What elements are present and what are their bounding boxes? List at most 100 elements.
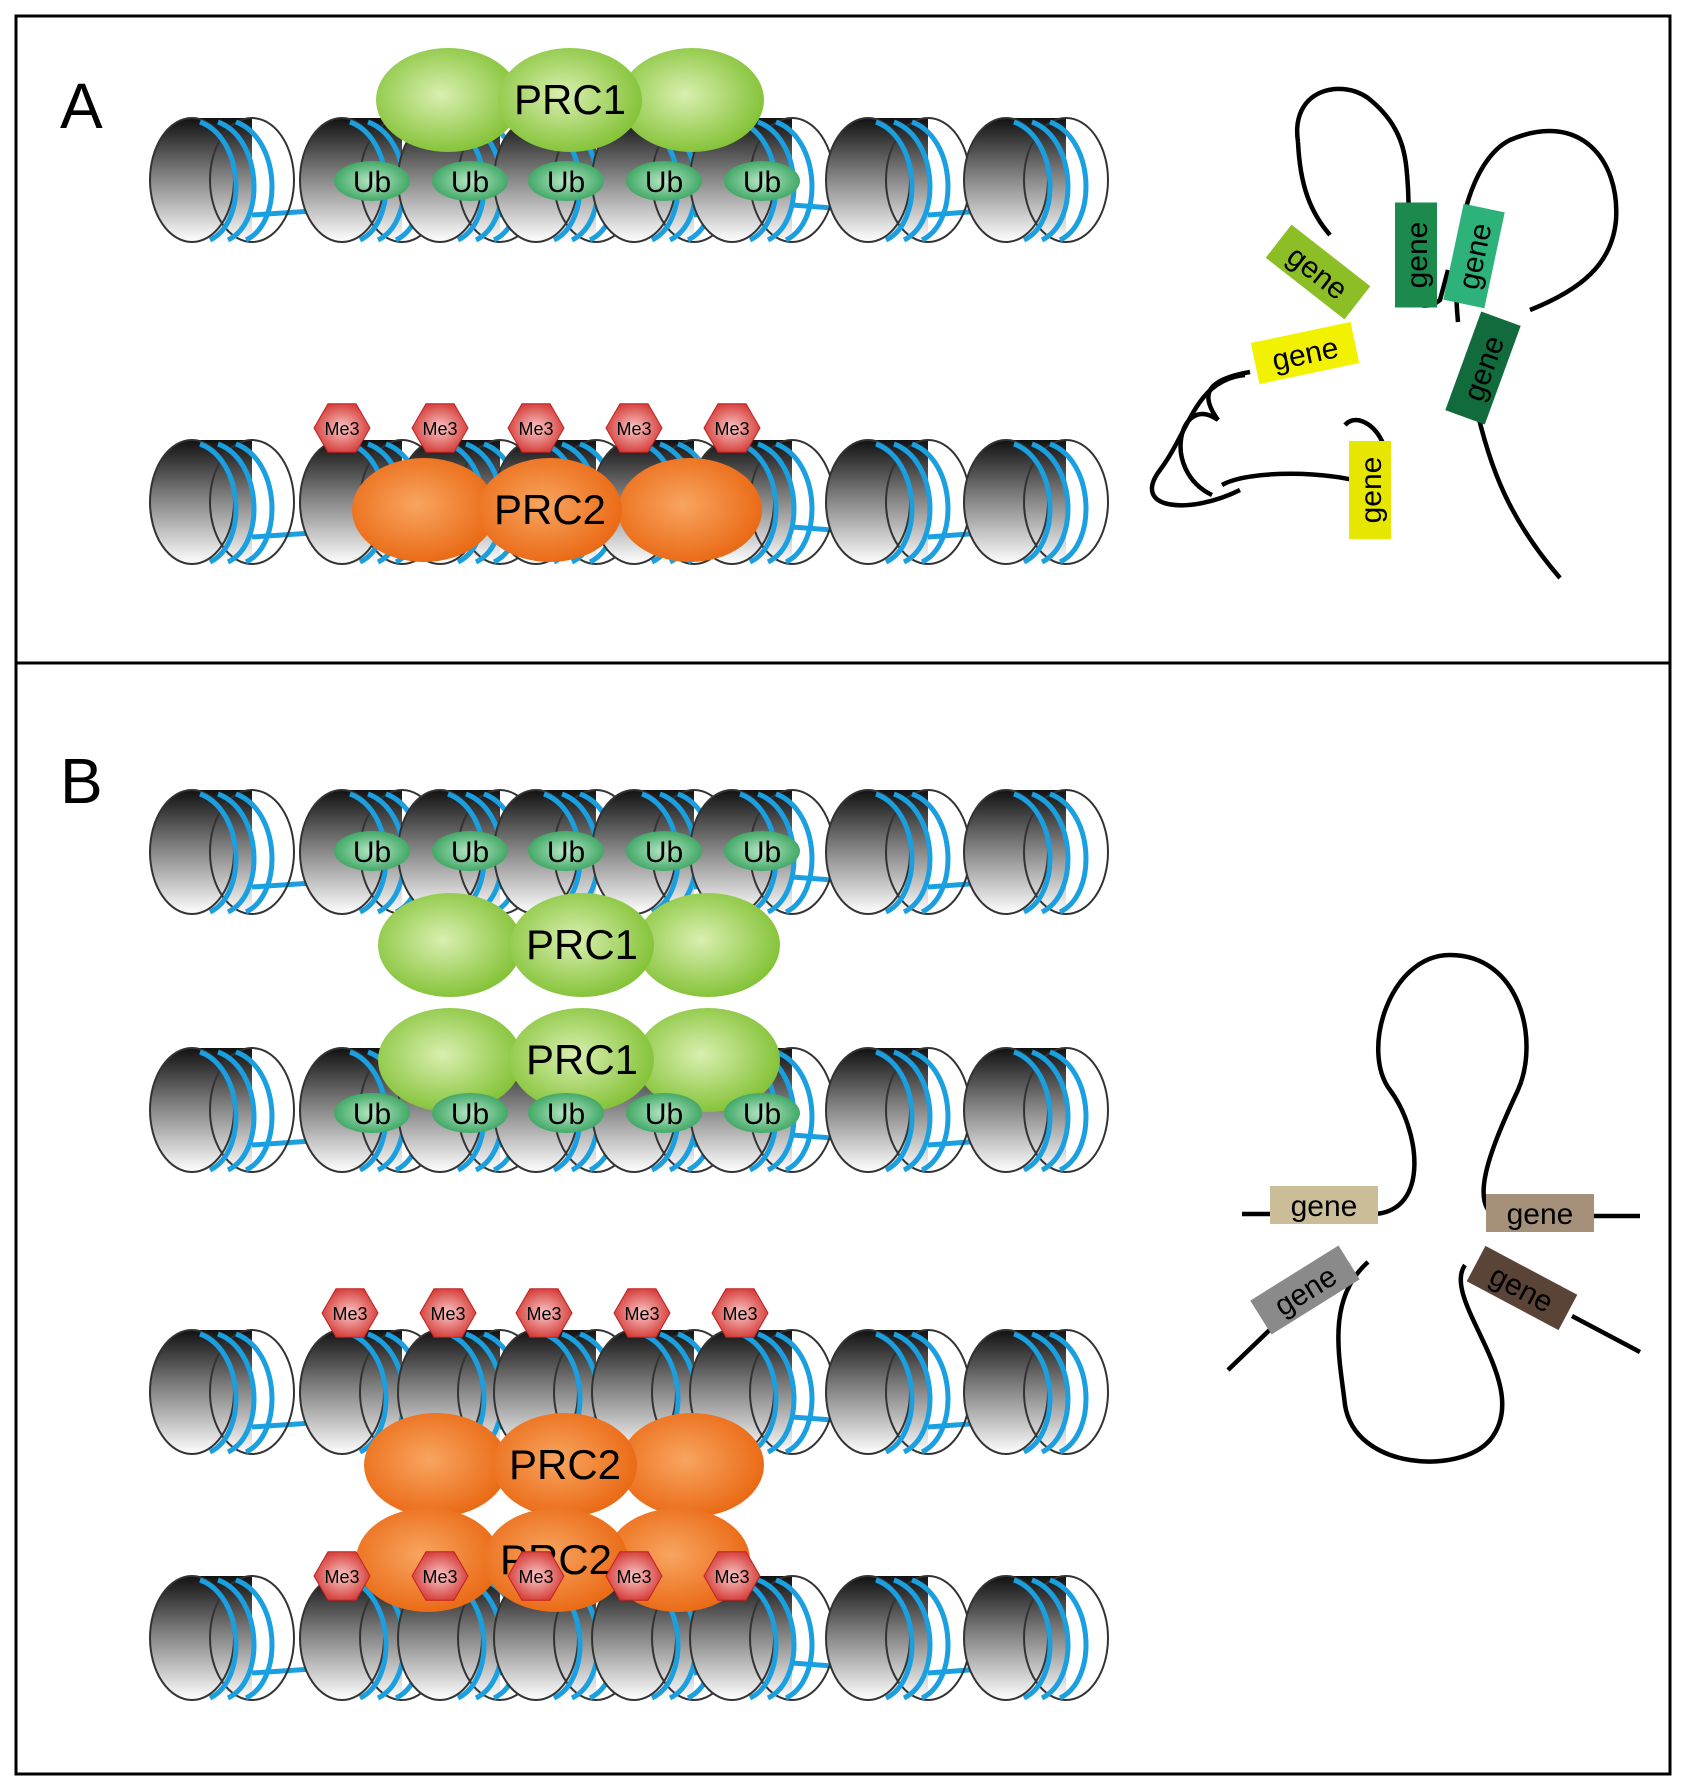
nucleosome — [149, 1329, 295, 1455]
ub-mark: Ub — [334, 161, 410, 201]
me3-label: Me3 — [616, 419, 651, 439]
nucleosome — [963, 439, 1109, 565]
gene-box: gene — [1395, 202, 1437, 308]
gene-box: gene — [1466, 1245, 1578, 1331]
me3-mark: Me3 — [613, 1288, 671, 1338]
ub-mark: Ub — [528, 161, 604, 201]
ub-mark: Ub — [334, 831, 410, 871]
nucleosome — [963, 789, 1109, 915]
nucleosome — [149, 439, 295, 565]
gene-box: gene — [1445, 311, 1521, 425]
prc2-complex: PRC2 — [364, 1413, 764, 1517]
nucleosome — [825, 117, 971, 243]
me3-label: Me3 — [616, 1567, 651, 1587]
nucleosome — [825, 1329, 971, 1455]
gene-box: gene — [1250, 1245, 1360, 1335]
prc1-label: PRC1 — [514, 76, 626, 123]
nucleosome — [825, 789, 971, 915]
me3-mark: Me3 — [321, 1288, 379, 1338]
ub-label: Ub — [645, 1098, 683, 1131]
me3-label: Me3 — [714, 419, 749, 439]
panel-a-label: A — [60, 70, 103, 142]
nucleosome — [963, 117, 1109, 243]
me3-mark: Me3 — [411, 1551, 469, 1601]
me3-label: Me3 — [722, 1304, 757, 1324]
me3-label: Me3 — [518, 1567, 553, 1587]
prc2-label: PRC2 — [509, 1441, 621, 1488]
prc1-complex: PRC1 — [378, 1008, 780, 1112]
gene-box: gene — [1250, 321, 1360, 385]
ub-label: Ub — [353, 836, 391, 869]
panel-b-label: B — [60, 745, 103, 817]
nucleosome — [689, 789, 835, 915]
prc2-complex: PRC2 — [352, 458, 762, 562]
ub-label: Ub — [547, 1098, 585, 1131]
ub-mark: Ub — [724, 1093, 800, 1133]
prc1-complex: PRC1 — [376, 48, 764, 152]
ub-label: Ub — [645, 836, 683, 869]
me3-label: Me3 — [324, 419, 359, 439]
me3-mark: Me3 — [605, 403, 663, 453]
ub-mark: Ub — [334, 1093, 410, 1133]
ub-label: Ub — [743, 836, 781, 869]
ub-label: Ub — [451, 1098, 489, 1131]
me3-mark: Me3 — [703, 403, 761, 453]
ub-label: Ub — [451, 836, 489, 869]
ub-label: Ub — [645, 166, 683, 199]
ub-label: Ub — [547, 836, 585, 869]
me3-mark: Me3 — [419, 1288, 477, 1338]
nucleosome — [149, 1047, 295, 1173]
me3-mark: Me3 — [313, 403, 371, 453]
ub-mark: Ub — [528, 831, 604, 871]
nucleosome — [963, 1575, 1109, 1701]
me3-label: Me3 — [422, 419, 457, 439]
nucleosome — [149, 789, 295, 915]
gene-label: gene — [1401, 222, 1434, 289]
ub-label: Ub — [451, 166, 489, 199]
gene-label: gene — [1291, 1190, 1358, 1223]
nucleosome — [963, 1047, 1109, 1173]
me3-mark: Me3 — [515, 1288, 573, 1338]
me3-label: Me3 — [430, 1304, 465, 1324]
gene-box: gene — [1443, 203, 1505, 309]
ub-label: Ub — [353, 1098, 391, 1131]
me3-mark: Me3 — [313, 1551, 371, 1601]
gene-label: gene — [1507, 1198, 1574, 1231]
me3-mark: Me3 — [411, 403, 469, 453]
prc1-complex: PRC1 — [378, 893, 780, 997]
me3-mark: Me3 — [711, 1288, 769, 1338]
nucleosome — [149, 1575, 295, 1701]
gene-box: gene — [1265, 224, 1371, 320]
me3-label: Me3 — [624, 1304, 659, 1324]
me3-label: Me3 — [422, 1567, 457, 1587]
nucleosome — [825, 439, 971, 565]
nucleosome — [825, 1047, 971, 1173]
me3-label: Me3 — [714, 1567, 749, 1587]
ub-label: Ub — [743, 1098, 781, 1131]
ub-mark: Ub — [432, 161, 508, 201]
ub-mark: Ub — [724, 831, 800, 871]
nucleosome — [149, 117, 295, 243]
me3-mark: Me3 — [507, 403, 565, 453]
nucleosome — [825, 1575, 971, 1701]
ub-mark: Ub — [626, 831, 702, 871]
prc2-label: PRC2 — [494, 486, 606, 533]
ub-mark: Ub — [432, 831, 508, 871]
ub-label: Ub — [743, 166, 781, 199]
me3-label: Me3 — [324, 1567, 359, 1587]
prc1-label: PRC1 — [526, 921, 638, 968]
me3-label: Me3 — [518, 419, 553, 439]
gene-box: gene — [1486, 1194, 1594, 1232]
nucleosome — [299, 1575, 445, 1701]
ub-mark: Ub — [626, 161, 702, 201]
ub-mark: Ub — [528, 1093, 604, 1133]
ub-mark: Ub — [724, 161, 800, 201]
me3-label: Me3 — [526, 1304, 561, 1324]
ub-mark: Ub — [432, 1093, 508, 1133]
chromatin-row — [149, 1329, 1109, 1455]
me3-mark: Me3 — [703, 1551, 761, 1601]
